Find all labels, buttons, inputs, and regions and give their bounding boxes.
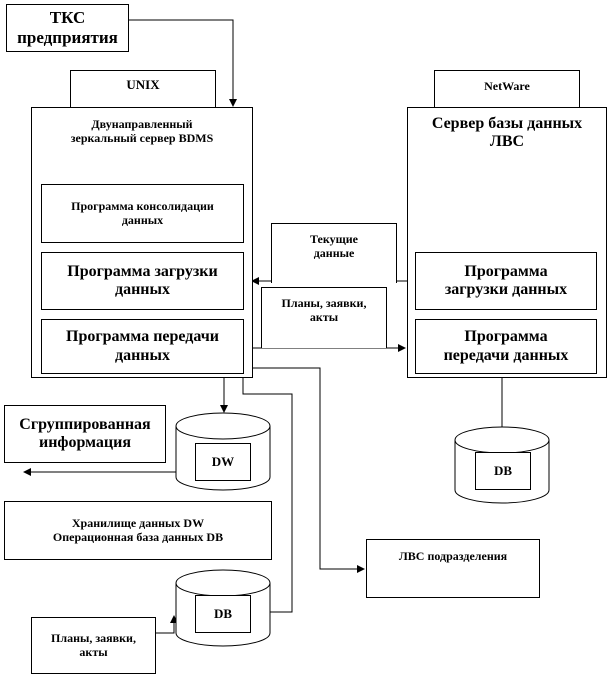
- lan-load-program-box: [415, 252, 597, 310]
- plans-mid-label: Планы, заявки, акты: [261, 289, 387, 333]
- lan-server-title-line2: ЛВС: [489, 133, 525, 150]
- current-data-label: Текущие данные: [271, 225, 397, 269]
- unix-server-title-line2: зеркальный сервер BDMS: [70, 131, 214, 145]
- lan-unit-box: [366, 539, 540, 598]
- current-data-box: [271, 223, 397, 283]
- unix-tab-label: UNIX: [126, 76, 160, 92]
- plans-bottom-line1: Планы, заявки,: [51, 630, 136, 645]
- unix-load-program-box: [41, 252, 244, 310]
- grouped-info-label: Сгруппированная информация: [4, 405, 166, 463]
- netware-tab-label: NetWare: [484, 79, 530, 94]
- arrow-to-lan-unit: [252, 367, 365, 573]
- db-left-label: DB: [213, 605, 233, 621]
- unix-load-program-label: Программа загрузки данных: [41, 252, 244, 310]
- dw-label: DW: [211, 453, 235, 469]
- legend-line1: Хранилище данных DW: [71, 515, 205, 530]
- lan-load-program-label: Программа загрузки данных: [415, 252, 597, 310]
- tks-box: [6, 4, 129, 52]
- lan-transfer-program-label: Программа передачи данных: [415, 319, 597, 374]
- consolidation-line1: Программа консолидации: [71, 198, 214, 213]
- tks-label: ТКС предприятия: [6, 4, 129, 52]
- plans-bottom-box: [31, 617, 156, 674]
- lan-transfer-line2: передачи данных: [443, 346, 569, 364]
- legend-box: [4, 501, 272, 560]
- plans-bottom-label: Планы, заявки, акты: [31, 617, 156, 674]
- arrow-plans-to-db: [156, 615, 178, 634]
- dw-label-box: [195, 443, 251, 481]
- lan-load-line2: загрузки данных: [444, 281, 568, 298]
- unix-transfer-line2: данных: [114, 346, 171, 364]
- lan-transfer-program-box: [415, 319, 597, 374]
- consolidation-program-box: [41, 184, 244, 243]
- unix-load-line1: Программа загрузки: [67, 262, 218, 280]
- arrow-tks-to-server: [129, 19, 237, 107]
- current-data-line2: данные: [313, 246, 355, 260]
- consolidation-line2: данных: [121, 212, 164, 227]
- lan-transfer-line1: Программа: [464, 328, 548, 346]
- unix-tab: [70, 70, 216, 108]
- unix-transfer-line1: Программа передачи: [66, 328, 219, 346]
- grouped-info-box: [4, 405, 166, 463]
- grouped-line1: Сгруппированная: [19, 415, 151, 433]
- plans-mid-box: [261, 287, 387, 348]
- consolidation-program-label: Программа консолидации данных: [41, 184, 244, 243]
- unix-server-title: Двунаправленный зеркальный сервер BDMS: [31, 112, 253, 152]
- db-right-label: DB: [493, 462, 513, 478]
- unix-server-title-line1: Двунаправленный: [91, 117, 193, 132]
- db-left-label-box: [195, 595, 251, 633]
- plans-bottom-line2: акты: [79, 644, 108, 659]
- lan-server-title: Сервер базы данных ЛВС: [407, 112, 607, 154]
- unix-transfer-program-label: Программа передачи данных: [41, 319, 244, 374]
- legend-label: Хранилище данных DW Операционная база да…: [4, 501, 272, 560]
- db-right-label-box: [475, 452, 531, 490]
- unix-load-line2: данных: [114, 281, 171, 298]
- arrow-db-to-server: [239, 370, 293, 613]
- plans-mid-line1: Планы, заявки,: [281, 296, 367, 311]
- unix-transfer-program-box: [41, 319, 244, 374]
- lan-unit-label: ЛВС подразделения: [398, 549, 508, 564]
- tks-line2: предприятия: [17, 28, 118, 47]
- lan-load-line1: Программа: [464, 262, 548, 280]
- tks-line1: ТКС: [49, 8, 86, 28]
- current-data-line1: Текущие: [310, 232, 358, 247]
- grouped-line2: информация: [38, 434, 132, 451]
- plans-mid-line2: акты: [309, 310, 339, 324]
- legend-line2: Операционная база данных DB: [52, 529, 224, 544]
- lan-server-title-line1: Сервер базы данных: [431, 114, 583, 132]
